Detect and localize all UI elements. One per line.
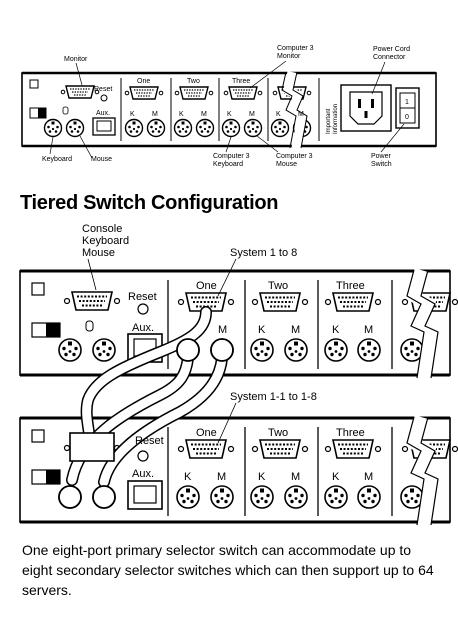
label-one-top: One <box>137 78 150 85</box>
label-power-cord-2: Connector <box>373 54 406 61</box>
label-computer3-keyboard-1: Computer 3 <box>213 153 250 160</box>
label-power-switch-2: Switch <box>371 161 392 168</box>
label-k: K <box>179 111 184 118</box>
label-computer3-mouse-1: Computer 3 <box>276 153 313 160</box>
label-m: M <box>298 111 304 118</box>
label-k: K <box>227 111 232 118</box>
label-two-secondary: Two <box>268 427 288 439</box>
secondary-switch-panel <box>19 415 458 526</box>
label-three-primary: Three <box>336 280 365 292</box>
label-one-secondary: One <box>196 427 217 439</box>
label-one-primary: One <box>196 280 217 292</box>
interconnect-cables <box>58 306 234 509</box>
label-m: M <box>218 324 227 336</box>
label-m: M <box>291 471 300 483</box>
primary-switch-panel <box>19 268 458 379</box>
label-keyboard: Keyboard <box>42 156 72 163</box>
label-k: K <box>258 324 266 336</box>
label-k: K <box>276 111 281 118</box>
label-m: M <box>201 111 207 118</box>
label-three-top: Three <box>232 78 250 85</box>
label-k: K <box>130 111 135 118</box>
label-k: K <box>332 324 340 336</box>
label-m: M <box>364 324 373 336</box>
label-reset-secondary: Reset <box>135 435 164 447</box>
label-reset-primary: Reset <box>128 291 157 303</box>
label-aux-secondary: Aux. <box>132 468 154 480</box>
bottom-diagram-labels: Console Keyboard Mouse System 1 to 8 Sys… <box>82 223 373 483</box>
label-system-1-1-to-1-8: System 1-1 to 1-8 <box>230 391 317 403</box>
label-two-top: Two <box>187 78 200 85</box>
label-power-cord-1: Power Cord <box>373 46 410 53</box>
label-m: M <box>249 111 255 118</box>
label-computer3-monitor-1: Computer 3 <box>277 45 314 52</box>
label-k: K <box>332 471 340 483</box>
label-computer3-mouse-2: Mouse <box>276 161 297 168</box>
label-m: M <box>217 471 226 483</box>
label-two-primary: Two <box>268 280 288 292</box>
label-important: Important <box>326 108 332 134</box>
label-console: Console <box>82 223 122 235</box>
label-console-mouse: Mouse <box>82 247 115 259</box>
label-console-keyboard: Keyboard <box>82 235 129 247</box>
label-m: M <box>364 471 373 483</box>
page-title: Tiered Switch Configuration <box>20 192 279 214</box>
label-system-1-to-8: System 1 to 8 <box>230 247 297 259</box>
label-information: Information <box>333 104 339 134</box>
label-power-off: 0 <box>405 114 409 121</box>
label-mouse: Mouse <box>91 156 112 163</box>
label-power-on: 1 <box>405 99 409 106</box>
label-computer3-keyboard-2: Keyboard <box>213 161 243 168</box>
top-switch-rear-panel <box>21 71 437 149</box>
label-m: M <box>291 324 300 336</box>
label-k: K <box>258 471 266 483</box>
label-monitor: Monitor <box>64 56 88 63</box>
top-diagram-labels: Monitor Computer 3 Monitor Power Cord Co… <box>42 45 410 168</box>
label-aux-top: Aux. <box>96 110 110 117</box>
label-m: M <box>152 111 158 118</box>
label-three-secondary: Three <box>336 427 365 439</box>
caption-text: One eight-port primary selector switch c… <box>22 542 434 598</box>
label-aux-primary: Aux. <box>132 322 154 334</box>
label-computer3-monitor-2: Monitor <box>277 53 301 60</box>
label-reset-top: Reset <box>94 86 112 93</box>
label-k: K <box>184 471 192 483</box>
label-power-switch-1: Power <box>371 153 392 160</box>
